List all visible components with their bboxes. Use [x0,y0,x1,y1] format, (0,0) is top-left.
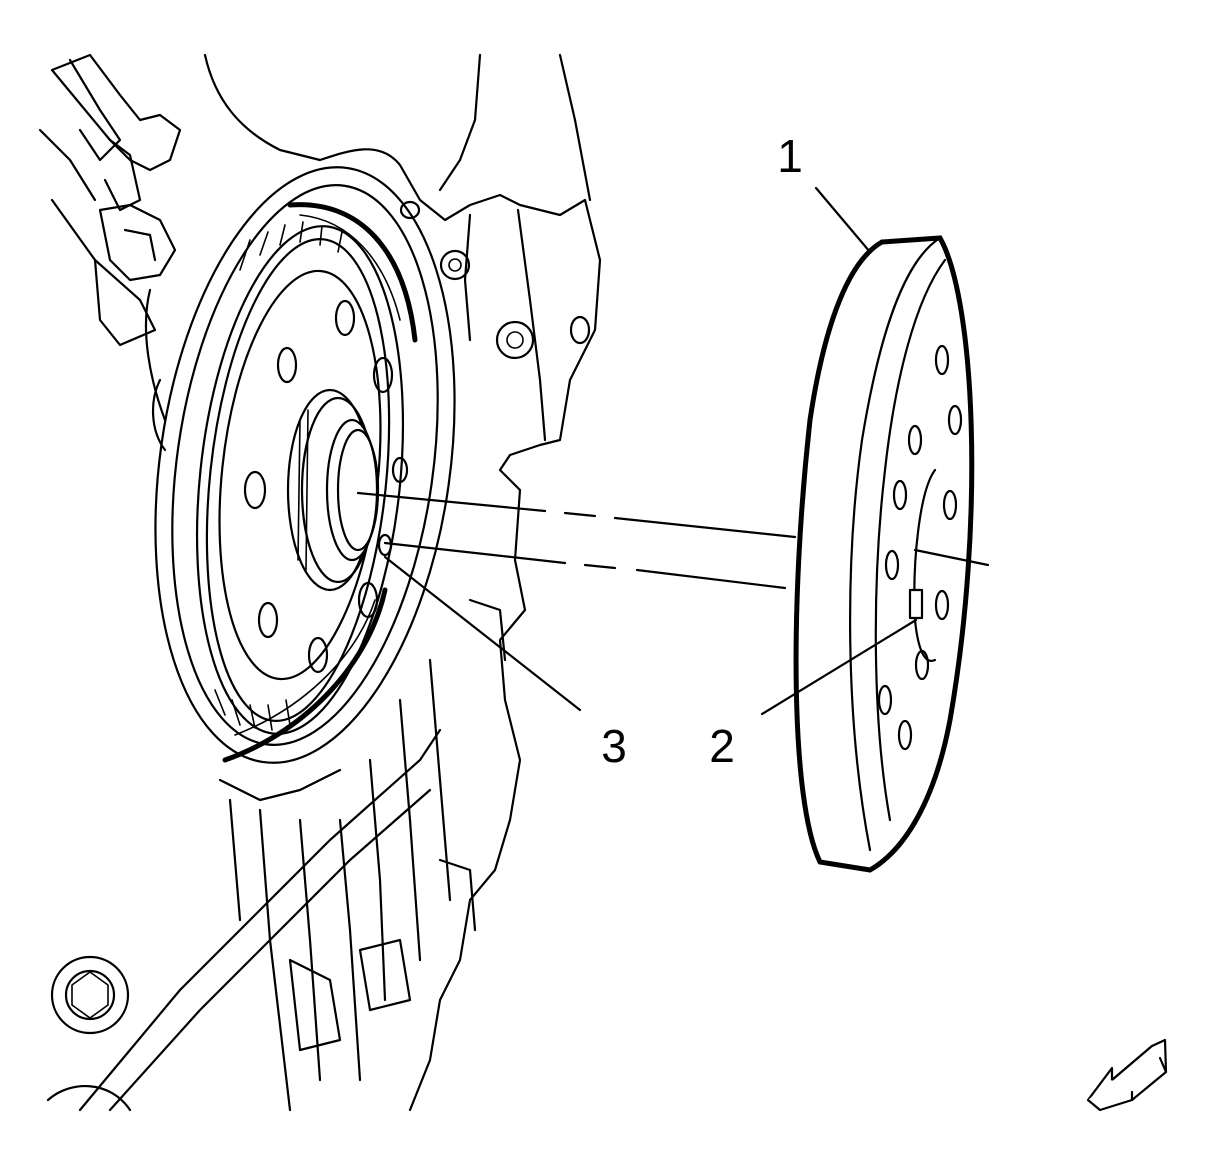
callout-3: 3 [601,720,627,772]
arrow-icon [1086,1038,1168,1112]
callout-1: 1 [777,130,803,182]
crankshaft-hub [195,202,418,763]
leader-lines [383,186,918,716]
alignment-lines [356,491,990,590]
balancer-pulley [793,235,975,873]
callout-2: 2 [709,720,735,772]
engine-block [38,53,602,1112]
